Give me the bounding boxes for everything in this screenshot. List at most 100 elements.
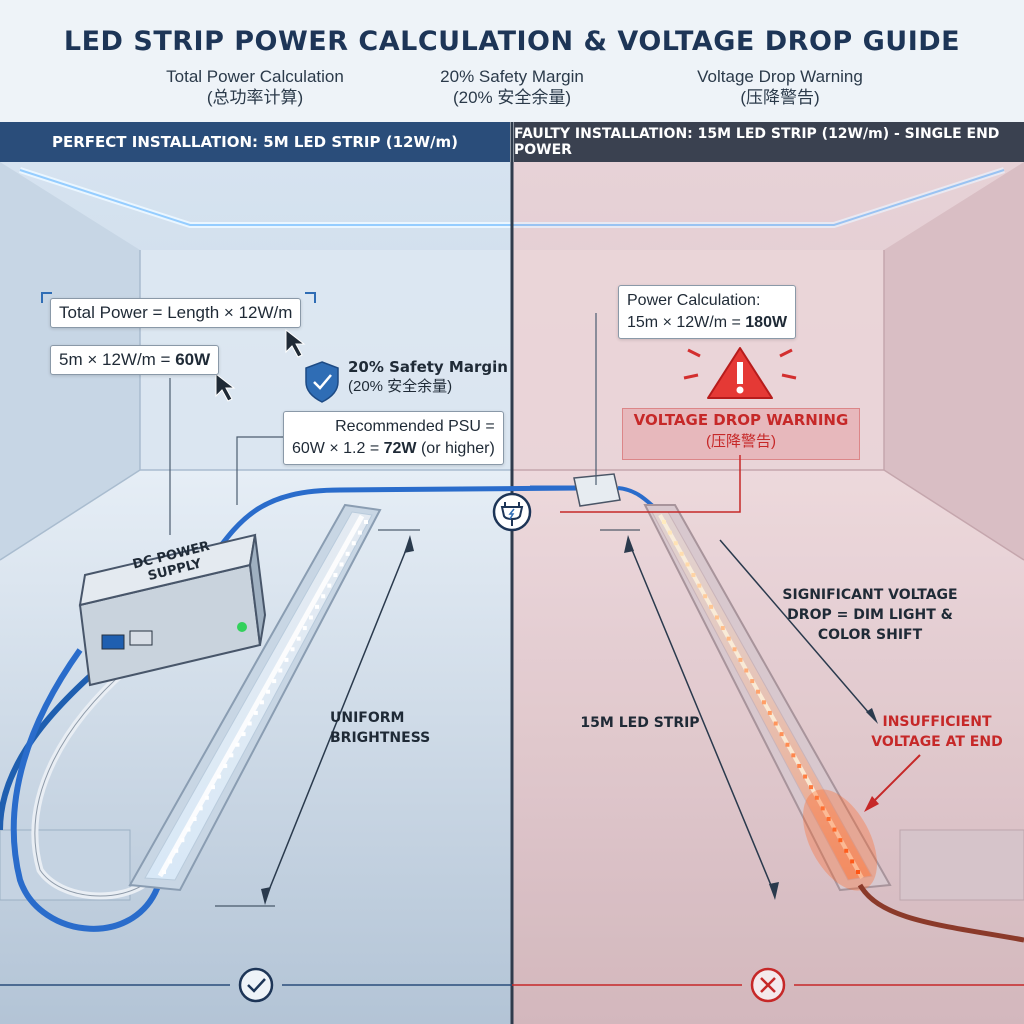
led-dot	[820, 806, 825, 811]
subtitle-total-power: Total Power Calculation (总功率计算)	[140, 66, 370, 108]
insufficient-voltage-label: INSUFFICIENT VOLTAGE AT END	[862, 712, 1012, 752]
insuff-line1: INSUFFICIENT	[882, 714, 992, 730]
uniform-brightness-label: UNIFORM BRIGHTNESS	[330, 708, 450, 748]
led-dot	[685, 562, 690, 567]
psu-recommendation-box: Recommended PSU = 60W × 1.2 = 72W (or hi…	[283, 411, 504, 465]
x-circle-icon	[512, 967, 1024, 1003]
led-dot	[162, 870, 166, 874]
led-dot	[308, 615, 313, 620]
led-dot	[217, 774, 222, 779]
subtitle-safety-margin-zh: (20% 安全余量)	[452, 88, 572, 107]
drop-line3: COLOR SHIFT	[817, 627, 923, 643]
right-calc-result: 180W	[745, 314, 788, 331]
led-dot	[785, 742, 790, 747]
voltage-drop-arrow	[719, 539, 878, 724]
led-dot	[302, 626, 307, 631]
led-dot	[339, 562, 344, 567]
subtitle-voltage-drop: Voltage Drop Warning (压降警告)	[660, 66, 900, 108]
led-dot	[321, 594, 326, 599]
led-dot	[838, 838, 843, 843]
led-dot	[357, 530, 362, 535]
dc-power-supply	[78, 533, 267, 687]
right-length-arrow	[600, 529, 779, 900]
led-dot	[750, 679, 755, 684]
led-dot	[756, 689, 761, 694]
led-dot	[714, 615, 719, 620]
insuff-line2: VOLTAGE AT END	[871, 734, 1003, 750]
led-dot	[351, 541, 356, 546]
led-dot	[180, 838, 185, 843]
formula-box: Total Power = Length × 12W/m	[50, 298, 302, 328]
led-dot	[174, 848, 179, 853]
led-dot	[247, 721, 252, 726]
led-dot	[667, 530, 672, 535]
led-dot	[732, 647, 737, 652]
led-dot	[720, 626, 725, 631]
led-dot	[235, 742, 240, 747]
led-dot	[278, 668, 283, 673]
calc-prefix: 5m × 12W/m =	[59, 350, 176, 369]
led-dot	[241, 732, 246, 737]
led-dot	[284, 657, 289, 662]
left-led-dots	[162, 520, 368, 874]
led-dot	[272, 679, 277, 684]
right-connector-box	[573, 473, 621, 507]
safety-margin-title: 20% Safety Margin	[348, 358, 508, 376]
subtitle-total-power-en: Total Power Calculation	[166, 67, 344, 86]
led-dot	[738, 657, 743, 662]
insufficient-arrow	[864, 754, 921, 812]
led-dot	[797, 763, 802, 768]
left-white-cable	[31, 647, 153, 900]
safety-margin-note: 20% Safety Margin (20% 安全余量)	[348, 358, 508, 396]
led-dot	[192, 816, 197, 821]
subtitle-safety-margin-en: 20% Safety Margin	[440, 67, 584, 86]
led-dot	[364, 520, 368, 524]
subtitle-voltage-drop-en: Voltage Drop Warning	[697, 67, 863, 86]
power-led-indicator	[237, 622, 247, 632]
led-dot	[832, 827, 837, 832]
led-dot	[223, 763, 228, 768]
left-led-strip	[128, 503, 382, 892]
led-dot	[333, 573, 338, 578]
led-dot	[791, 753, 796, 758]
calc-box: 5m × 12W/m = 60W	[50, 345, 220, 375]
psu-result: 72W	[383, 440, 417, 457]
cursor-icon	[285, 328, 306, 358]
led-dot	[808, 785, 813, 790]
led-dot	[253, 710, 258, 715]
led-dot	[673, 541, 678, 546]
led-dot	[168, 859, 173, 864]
led-dot	[662, 520, 666, 524]
led-dot	[229, 753, 234, 758]
check-circle-icon	[0, 967, 512, 1003]
led-dot	[266, 689, 271, 694]
warning-title: VOLTAGE DROP WARNING	[633, 411, 849, 429]
led-dot	[773, 721, 778, 726]
led-dot	[744, 668, 749, 673]
subtitle-voltage-drop-zh: (压降警告)	[740, 88, 820, 107]
drop-line2: DROP = DIM LIGHT &	[787, 607, 953, 623]
page-title: LED STRIP POWER CALCULATION & VOLTAGE DR…	[63, 26, 961, 57]
left-banner: PERFECT INSTALLATION: 5M LED STRIP (12W/…	[0, 122, 510, 162]
calc-result: 60W	[175, 350, 211, 369]
led-dot	[761, 700, 766, 705]
right-calc-title: Power Calculation:	[627, 292, 761, 309]
voltage-drop-warning-box: VOLTAGE DROP WARNING (压降警告)	[622, 408, 860, 460]
right-led-strip	[643, 504, 892, 892]
warning-zh: (压降警告)	[706, 433, 776, 450]
plug-icon	[492, 492, 532, 532]
psu-line1: Recommended PSU =	[335, 418, 495, 435]
led-dot	[826, 816, 831, 821]
led-dot	[198, 806, 203, 811]
led-dot	[803, 774, 808, 779]
left-blue-cable-2	[10, 648, 163, 932]
right-banner: FAULTY INSTALLATION: 15M LED STRIP (12W/…	[514, 122, 1024, 162]
uniform-line2: BRIGHTNESS	[330, 730, 431, 746]
led-dot	[779, 732, 784, 737]
left-length-arrow	[215, 529, 420, 907]
psu-line2-suffix: (or higher)	[416, 440, 495, 457]
led-dot	[856, 870, 860, 874]
led-dot	[726, 636, 731, 641]
led-dot	[814, 795, 819, 800]
